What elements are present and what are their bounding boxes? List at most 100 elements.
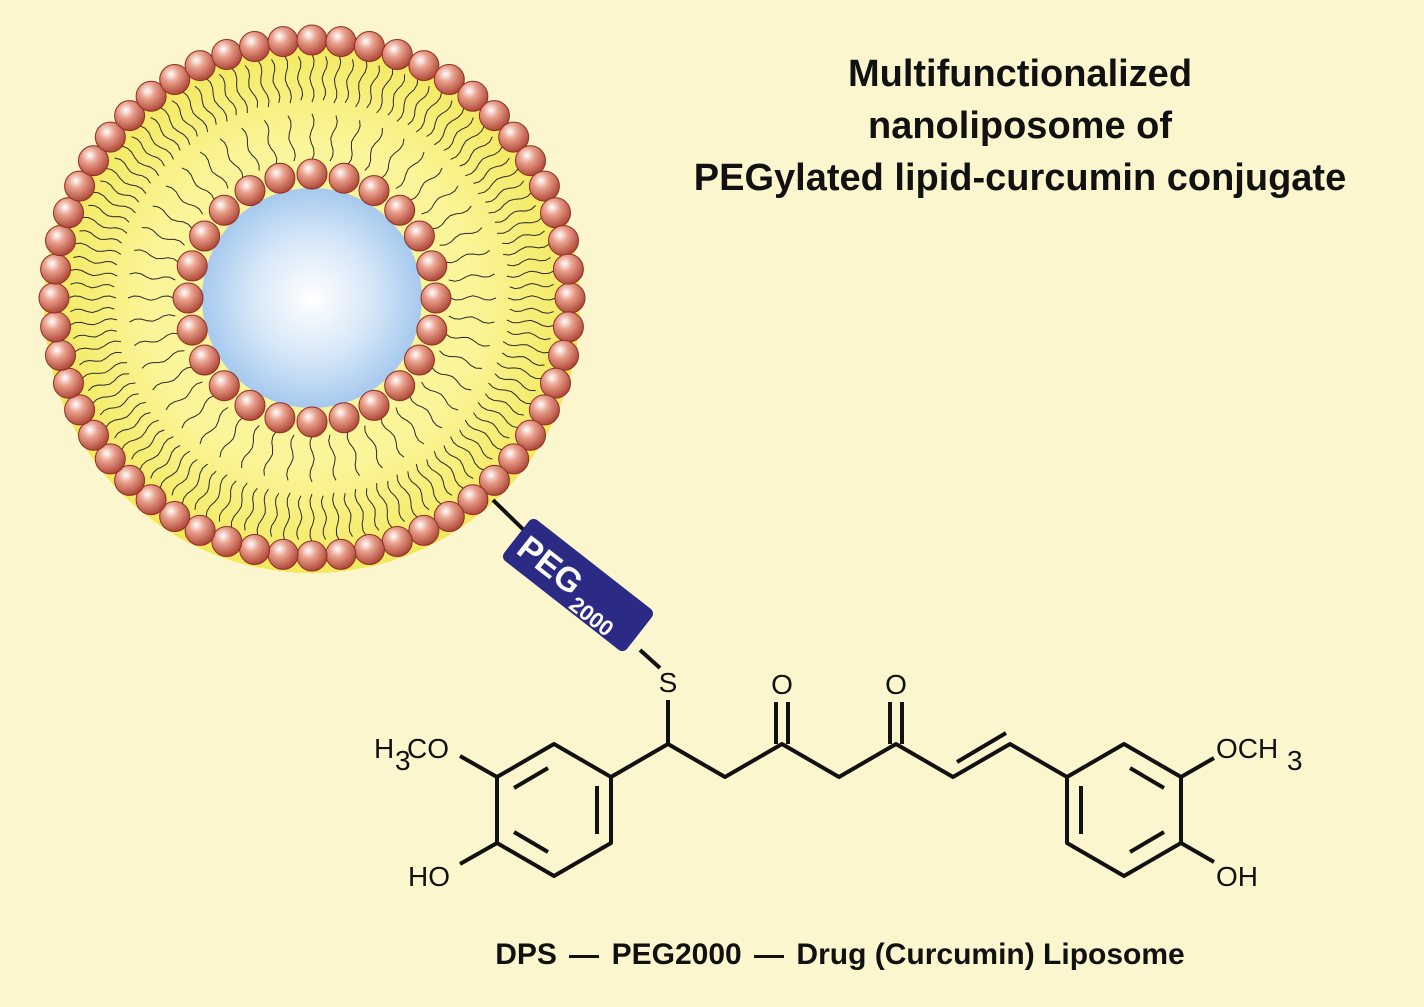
outer-lipid-head [408, 514, 440, 546]
inner-lipid-tail [286, 434, 295, 481]
inner-lipid-tail [241, 127, 260, 171]
outer-lipid-tail [88, 204, 130, 223]
outer-lipid-heads [38, 24, 586, 572]
outer-lipid-head [267, 538, 299, 570]
outer-lipid-tail [354, 489, 367, 537]
outer-lipid-head [184, 50, 216, 82]
outer-lipid-tail [70, 282, 115, 289]
outer-lipid-tail [509, 282, 554, 290]
outer-lipid-tail [320, 495, 328, 540]
outer-lipid-tail [139, 436, 174, 471]
right-methoxy: OCH [1216, 733, 1278, 764]
right-methoxy-sub: 3 [1287, 745, 1303, 776]
inner-lipid-head [384, 194, 416, 226]
caption-dash-2 [754, 954, 785, 958]
sulfur-atom: S [659, 667, 678, 698]
inner-lipid-tail [431, 366, 472, 391]
outer-lipid-head [457, 80, 489, 112]
outer-lipid-tail [484, 393, 524, 416]
outer-lipid-tail [244, 488, 258, 531]
inner-lipid-tail [329, 115, 338, 162]
outer-lipid-tail [105, 167, 147, 195]
outer-lipid-tail [496, 217, 543, 234]
outer-lipid-tail [321, 56, 328, 101]
outer-lipid-tail [443, 445, 474, 479]
outer-lipid-tail [464, 419, 503, 451]
inner-lipid-tail [445, 333, 490, 347]
outer-lipid-head [478, 464, 510, 496]
outer-lipid-tail [366, 65, 380, 108]
outer-lipid-tail [376, 67, 394, 114]
outer-lipid-tail [506, 270, 555, 278]
inner-lipid-tail [219, 138, 244, 179]
left-methoxy-rest: CO [407, 733, 449, 764]
outer-lipid-head [45, 339, 76, 371]
liposome [38, 24, 586, 573]
outer-lipid-tail [343, 493, 353, 537]
inner-lipid-head [328, 402, 360, 434]
inner-lipid-tail [328, 434, 337, 481]
caption-part-dps: DPS [495, 938, 557, 971]
title-line-3: PEGylated lipid-curcumin conjugate [693, 157, 1347, 199]
inner-lipid-head [176, 250, 208, 282]
outer-lipid-tail [355, 60, 368, 108]
inner-lipid-tail [134, 249, 179, 263]
inner-lipid-head [264, 402, 296, 434]
outer-lipid-head [457, 484, 489, 516]
caption-part-drug: Drug (Curcumin) Liposome [796, 938, 1185, 971]
outer-lipid-tail [426, 459, 453, 496]
outer-lipid-tail [88, 373, 130, 391]
outer-lipid-head [64, 170, 96, 202]
outer-lipid-tail [100, 180, 140, 203]
inner-lipid-tail [127, 295, 175, 301]
inner-lipid-tail [181, 167, 215, 201]
outer-lipid-head [353, 31, 385, 62]
outer-lipid-tail [485, 180, 525, 203]
outer-lipid-head [433, 501, 465, 532]
outer-lipid-tail [450, 436, 485, 471]
outer-lipid-tail [81, 216, 128, 234]
outer-lipid-head [381, 39, 413, 70]
inner-lipid-tail [134, 332, 179, 347]
inner-lipid-tail [364, 425, 383, 469]
inner-lipid-head [189, 344, 221, 376]
outer-lipid-tail [181, 463, 209, 505]
outer-lipid-tail [344, 59, 355, 104]
outer-lipid-head [353, 534, 385, 565]
outer-lipid-head [94, 443, 126, 475]
peg-box-shape [502, 518, 654, 652]
aqueous-core [202, 188, 422, 408]
outer-lipid-tail [509, 307, 554, 314]
outer-lipid-head [239, 31, 271, 62]
outer-lipid-tail [459, 136, 493, 167]
outer-lipid-tail [81, 362, 128, 379]
outer-lipid-tail [79, 351, 122, 366]
inner-lipid-tail [241, 425, 260, 469]
inner-lipid-tail [448, 273, 495, 282]
outer-lipid-tail [219, 74, 237, 116]
inner-lipid-tails [127, 113, 497, 483]
outer-lipid-tail [459, 429, 493, 460]
outer-lipid-tail [205, 77, 228, 122]
inner-lipid-head [176, 314, 208, 346]
outer-lipid-head [53, 197, 84, 229]
outer-lipid-tail [121, 145, 160, 177]
outer-lipid-head [540, 367, 571, 399]
left-methoxy-sub: 3 [395, 745, 411, 776]
left-hydroxyl: HO [408, 861, 450, 892]
outer-lipid-head [184, 514, 216, 546]
outer-lipid-tail [415, 463, 443, 505]
outer-lipid-tail [194, 85, 217, 125]
outer-lipid-tail [70, 306, 115, 314]
outer-lipid-tail [159, 106, 191, 145]
left-methoxy-h: H [374, 733, 394, 764]
outer-lipid-head [515, 419, 546, 451]
outer-lipid-tail [73, 340, 121, 353]
outer-lipid-tail [271, 59, 281, 103]
outer-lipid-tail [91, 382, 136, 405]
left-benzene-ring [495, 742, 613, 878]
caption-part-peg: PEG2000 [611, 938, 742, 971]
outer-lipid-head [381, 526, 413, 557]
outer-lipid-tail [150, 445, 181, 479]
